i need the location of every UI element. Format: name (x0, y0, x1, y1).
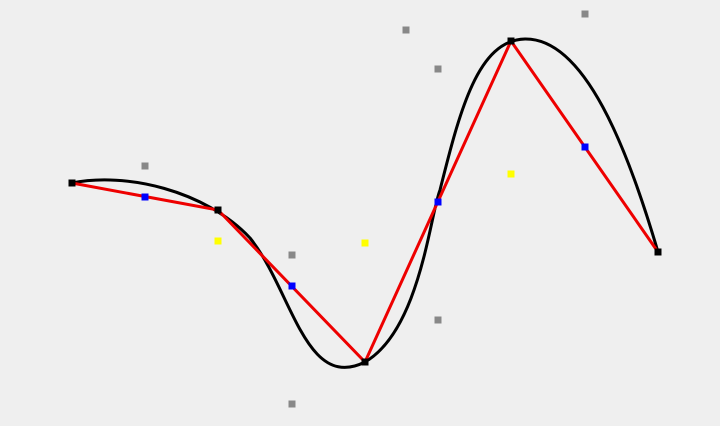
node-point (507, 37, 515, 45)
auxiliary-point (214, 237, 222, 245)
control-point (402, 26, 410, 34)
node-point (361, 358, 369, 366)
auxiliary-point (361, 239, 369, 247)
smooth-curve (70, 37, 660, 369)
control-point (434, 65, 442, 73)
control-point (581, 10, 589, 18)
control-point (141, 162, 149, 170)
midpoint-marker (141, 193, 149, 201)
control-polyline (71, 37, 660, 365)
control-point (288, 251, 296, 259)
auxiliary-point (507, 170, 515, 178)
control-point (434, 316, 442, 324)
node-point (68, 179, 76, 187)
node-point (214, 206, 222, 214)
control-point (288, 400, 296, 408)
midpoint-marker (434, 198, 442, 206)
midpoint-marker (581, 143, 589, 151)
node-point (654, 248, 662, 256)
midpoint-marker (288, 282, 296, 290)
